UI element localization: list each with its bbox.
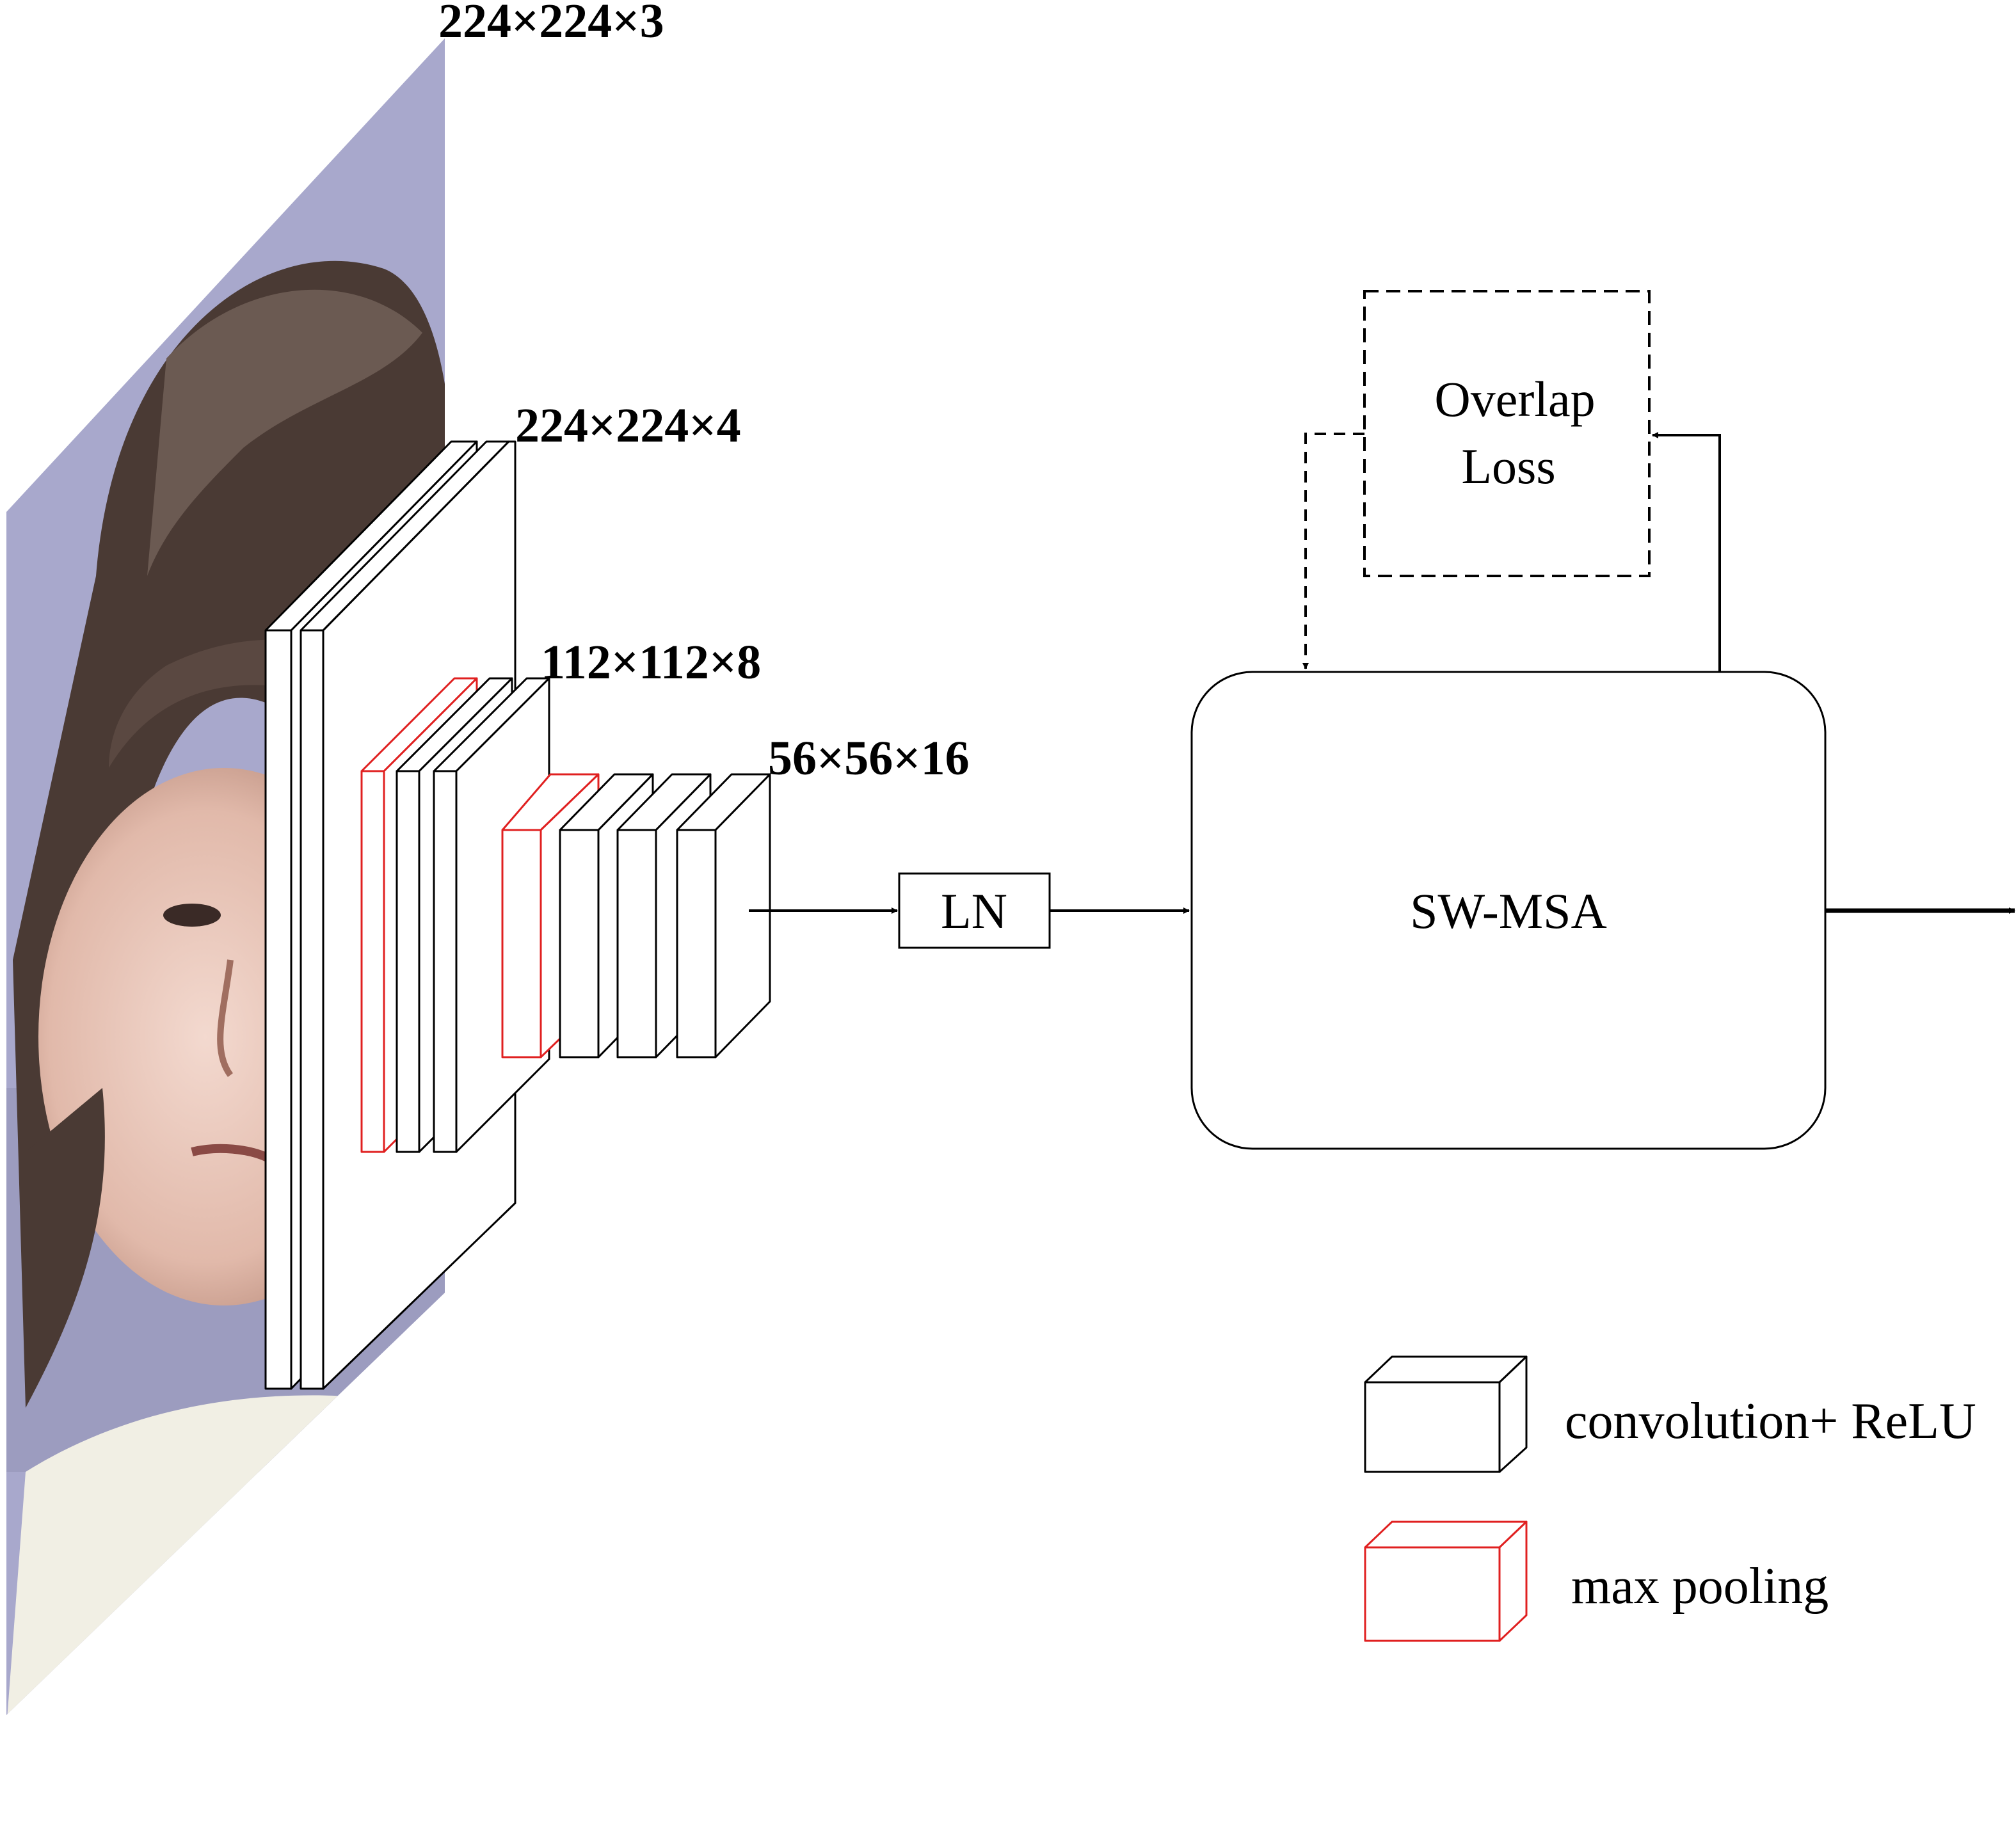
- input-dimension-label: 224×224×3: [438, 0, 664, 48]
- swmsa-label: SW-MSA: [1410, 883, 1607, 939]
- ln-box: LN: [898, 872, 1051, 949]
- legend-max-pooling-icon: [1364, 1521, 1528, 1642]
- legend-max-pooling-label: max pooling: [1571, 1558, 1828, 1615]
- dashed-arrow-overlap-loss-to-swmsa: [1302, 433, 1364, 669]
- legend-conv-relu-icon: [1364, 1355, 1528, 1473]
- stage3-blocks: [501, 773, 771, 1058]
- ln-label: LN: [941, 883, 1007, 939]
- overlap-loss-label-line1: Overlap: [1434, 371, 1595, 427]
- stage3-dimension-label: 56×56×16: [768, 731, 970, 785]
- swmsa-box: SW-MSA: [1190, 671, 1827, 1150]
- stage3-conv-block-3: [676, 773, 771, 1058]
- stage2-dimension-label: 112×112×8: [541, 635, 761, 689]
- overlap-loss-box: Overlap Loss: [1363, 290, 1651, 577]
- overlap-loss-label-line2: Loss: [1461, 438, 1555, 494]
- arrow-swmsa-to-overlap-loss: [1652, 432, 1721, 672]
- stage2-blocks: [360, 677, 550, 1153]
- legend-conv-relu-label: convolution+ ReLU: [1565, 1393, 1976, 1449]
- legend: convolution+ ReLU max pooling: [1364, 1355, 1976, 1642]
- stage1-dimension-label: 224×224×4: [515, 399, 741, 452]
